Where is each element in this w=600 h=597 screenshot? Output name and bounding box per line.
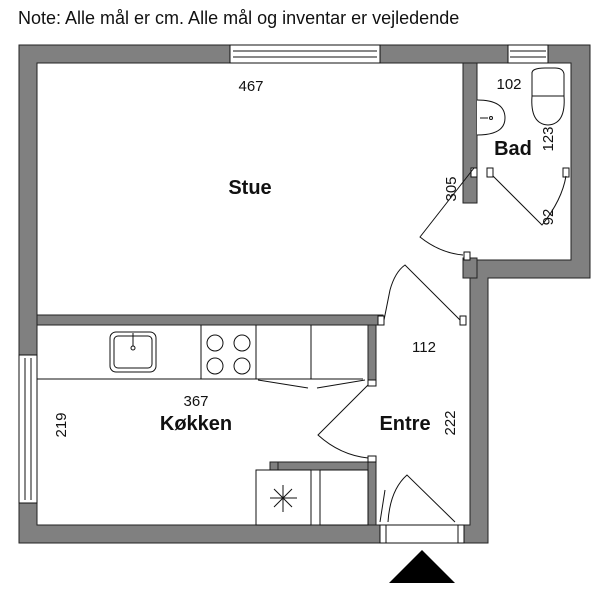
sink-icon [109,331,157,373]
room-label-stue: Stue [228,177,271,199]
room-label-kokken: Køkken [160,413,232,435]
window-kokken [18,354,38,504]
window-stue [229,44,381,64]
wall-kokken-entre-bottom [367,461,377,526]
wall-closet [269,461,369,471]
door-kokken-entre[interactable] [317,379,377,463]
dim-bad-door: 92 [540,209,557,226]
washbasin-icon [476,99,506,136]
toilet-icon [531,67,565,126]
dim-entre-width: 112 [412,339,436,356]
plan-note: Note: Alle mål er cm. Alle mål og invent… [18,8,460,28]
closet-cabinet [319,469,369,526]
dim-bad-depth: 123 [540,126,557,151]
window-bad [507,44,549,64]
fridge-icon [255,469,312,526]
wall-stue-kokken [36,314,384,326]
wall-bad-entre [462,257,478,279]
dim-stue-width: 467 [238,78,263,95]
dim-kokken-width: 367 [183,393,208,410]
door-bad[interactable] [486,167,570,226]
door-entry[interactable] [379,474,456,523]
room-label-bad: Bad [494,138,532,160]
door-stue-entre[interactable] [377,264,467,326]
dim-stue-depth: 305 [443,176,460,201]
door-stue-bad[interactable] [419,167,478,261]
entry-opening[interactable] [379,524,465,544]
kitchen-counter [37,325,366,389]
wall-stue-bad [462,62,478,204]
wall-kokken-entre-top [367,324,377,386]
dim-entre-depth: 222 [442,410,459,435]
dim-bad-width: 102 [496,76,521,93]
stove-icon [206,334,251,375]
room-label-entre: Entre [379,413,430,435]
dim-kokken-depth: 219 [53,412,70,437]
entrance-arrow-icon [389,550,455,583]
